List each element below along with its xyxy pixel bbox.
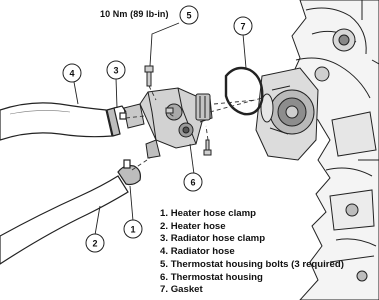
- callout-4: 4: [62, 63, 82, 83]
- engine-block: [289, 0, 379, 300]
- svg-text:7: 7: [240, 22, 245, 32]
- water-pump-pulley: [255, 67, 319, 161]
- legend-item: 4. Radiator hose: [160, 246, 235, 258]
- svg-text:4: 4: [69, 69, 74, 79]
- thermostat-housing: [123, 87, 213, 159]
- legend-item: 7. Gasket: [160, 284, 203, 296]
- svg-text:1: 1: [130, 225, 135, 235]
- callout-7: 7: [233, 16, 253, 36]
- heater-hose-clamp: [117, 159, 141, 186]
- legend-item: 2. Heater hose: [160, 220, 226, 232]
- legend-item: 1. Heater hose clamp: [160, 208, 257, 219]
- callout-5: 5: [179, 5, 199, 25]
- svg-text:2: 2: [92, 239, 97, 249]
- assembly-lines: [125, 85, 263, 171]
- radiator-hose: [0, 102, 113, 141]
- svg-text:6: 6: [190, 178, 195, 188]
- callout-2: 2: [85, 233, 105, 253]
- legend-item: 3. Radiator hose clamp: [160, 233, 266, 245]
- callout-leaders: [73, 22, 247, 236]
- heater-hose: [0, 175, 129, 265]
- svg-text:5: 5: [186, 11, 191, 21]
- gasket: [224, 66, 264, 116]
- callout-1: 1: [123, 219, 143, 239]
- legend-item: 5. Thermostat housing bolts (3 required): [160, 258, 344, 270]
- svg-text:3: 3: [113, 66, 118, 76]
- callout-3: 3: [106, 60, 126, 80]
- legend-item: 6. Thermostat housing: [160, 271, 263, 283]
- callout-6: 6: [183, 172, 203, 192]
- torque-spec-label: 10 Nm (89 lb-in): [100, 9, 169, 19]
- parts-legend: 1. Heater hose clamp 2. Heater hose 3. R…: [160, 208, 344, 297]
